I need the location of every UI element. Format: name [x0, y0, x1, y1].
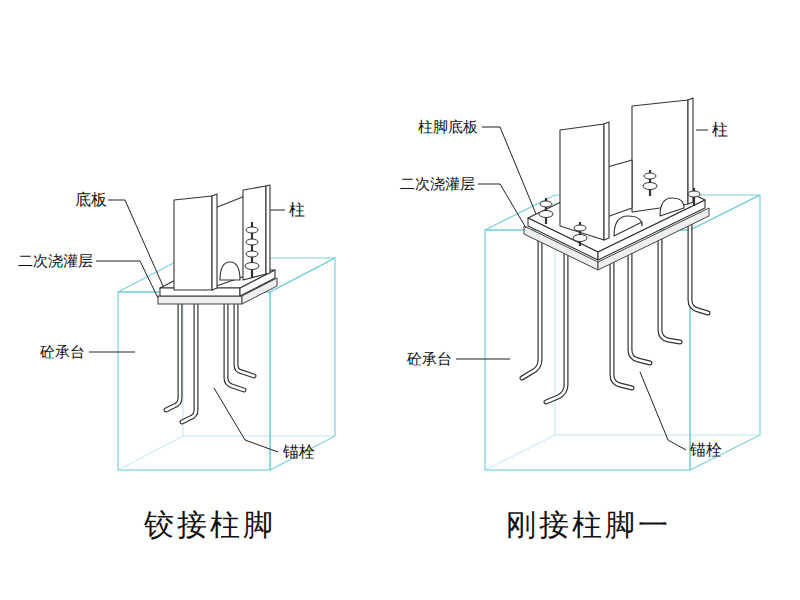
anchor-bolt: [612, 263, 632, 388]
bolt-nut: [220, 222, 259, 280]
anchor-bolt: [226, 304, 244, 390]
leader-line: [96, 261, 158, 298]
anchor-bolt: [522, 242, 540, 378]
anchor-bolt: [236, 298, 254, 376]
bolt-nut: [539, 211, 553, 218]
leader-line: [214, 388, 278, 452]
bolt-nut: [245, 263, 259, 270]
bolt-nut: [573, 235, 587, 242]
part-label: 二次浇灌层: [18, 252, 93, 270]
anchor-bolt: [690, 225, 708, 313]
steel-column: [243, 186, 266, 280]
part-label: 锚栓: [690, 440, 722, 459]
figure-caption: 铰接柱脚: [144, 507, 276, 543]
part-label: 砼承台: [407, 350, 452, 368]
anchor-bolt: [546, 254, 566, 402]
concrete-pile-cap: [118, 258, 335, 470]
leader-line: [89, 200, 285, 452]
leader-line: [478, 184, 526, 228]
anchor-bolt: [166, 304, 180, 410]
concrete-pile-cap: [270, 258, 335, 470]
leader-line: [456, 359, 510, 360]
anchor-bolt: [182, 304, 196, 422]
part-label: 柱: [712, 120, 728, 139]
steel-column: [266, 185, 270, 274]
anchor-bolt: [236, 298, 254, 376]
part-label: 柱脚底板: [418, 118, 478, 136]
leader-line: [89, 352, 135, 353]
steel-column: [174, 196, 212, 290]
concrete-pile-cap: [690, 195, 760, 470]
bolt-nut: [539, 170, 700, 246]
anchor-bolt: [522, 242, 540, 378]
grout-layer: [158, 296, 242, 304]
stiffener-rib: [614, 216, 642, 236]
leader-line: [270, 210, 285, 211]
leader-line: [640, 372, 686, 450]
figure-caption: 刚接柱脚一: [506, 507, 671, 543]
bolt-nut: [643, 183, 657, 190]
bolt-nut: [540, 201, 552, 207]
concrete-pile-cap: [118, 292, 270, 470]
steel-column: [560, 124, 604, 240]
anchor-bolt: [630, 254, 650, 363]
anchor-bolt: [166, 304, 180, 410]
stiffener-rib: [660, 198, 684, 216]
bolt-nut: [220, 262, 240, 280]
steel-column: [212, 194, 217, 290]
steel-column: [560, 98, 693, 240]
concrete-pile-cap: [118, 258, 335, 470]
part-label: 锚栓: [283, 442, 315, 461]
anchor-bolt: [182, 304, 196, 422]
leader-line: [456, 127, 708, 450]
steel-column: [632, 100, 688, 212]
leader-line: [696, 130, 708, 131]
part-label: 砼承台: [40, 343, 85, 361]
bolt-nut: [688, 191, 700, 197]
leader-line: [482, 127, 536, 214]
anchor-bolt: [630, 254, 650, 363]
bolt-nut: [644, 173, 656, 179]
anchor-bolt: [690, 225, 708, 313]
part-label: 柱: [289, 200, 305, 219]
anchor-bolt: [546, 254, 566, 402]
anchor-bolt: [660, 240, 680, 342]
leader-line: [108, 200, 163, 286]
bolt-nut: [246, 239, 258, 245]
bolt-nut: [246, 227, 258, 233]
anchor-bolt: [660, 240, 680, 342]
steel-column: [688, 98, 693, 204]
steel-column: [604, 122, 609, 240]
bolt-nut: [246, 251, 258, 257]
concrete-pile-cap: [485, 230, 690, 470]
anchor-bolt: [612, 263, 632, 388]
anchor-bolt: [166, 298, 254, 422]
steel-column: [174, 185, 270, 290]
part-label: 二次浇灌层: [400, 175, 475, 193]
bolt-nut: [574, 225, 586, 231]
stiffener-rib: [614, 198, 684, 236]
part-label: 底板: [75, 190, 107, 209]
anchor-bolt: [226, 304, 244, 390]
